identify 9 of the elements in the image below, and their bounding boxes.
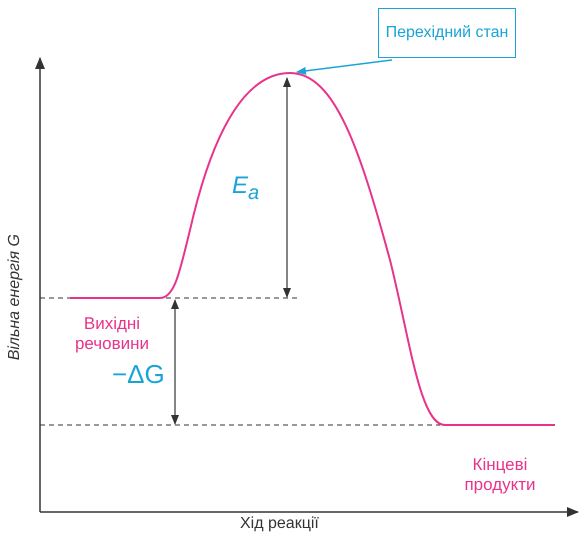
- reactants-label: Вихідні речовини: [74, 314, 150, 354]
- delta-g-label: −ΔG: [112, 360, 165, 390]
- axis-title: Хід реакції: [240, 515, 319, 534]
- products-label: Кінцеві продукти: [463, 455, 537, 494]
- energy-curve: [70, 72, 555, 426]
- energy-symbol: E$_{a}$: [232, 172, 260, 205]
- axis-title: Вільна енергія G: [6, 233, 24, 362]
- leader-line: [296, 59, 392, 75]
- callout-box: Перехідний стан: [378, 8, 516, 58]
